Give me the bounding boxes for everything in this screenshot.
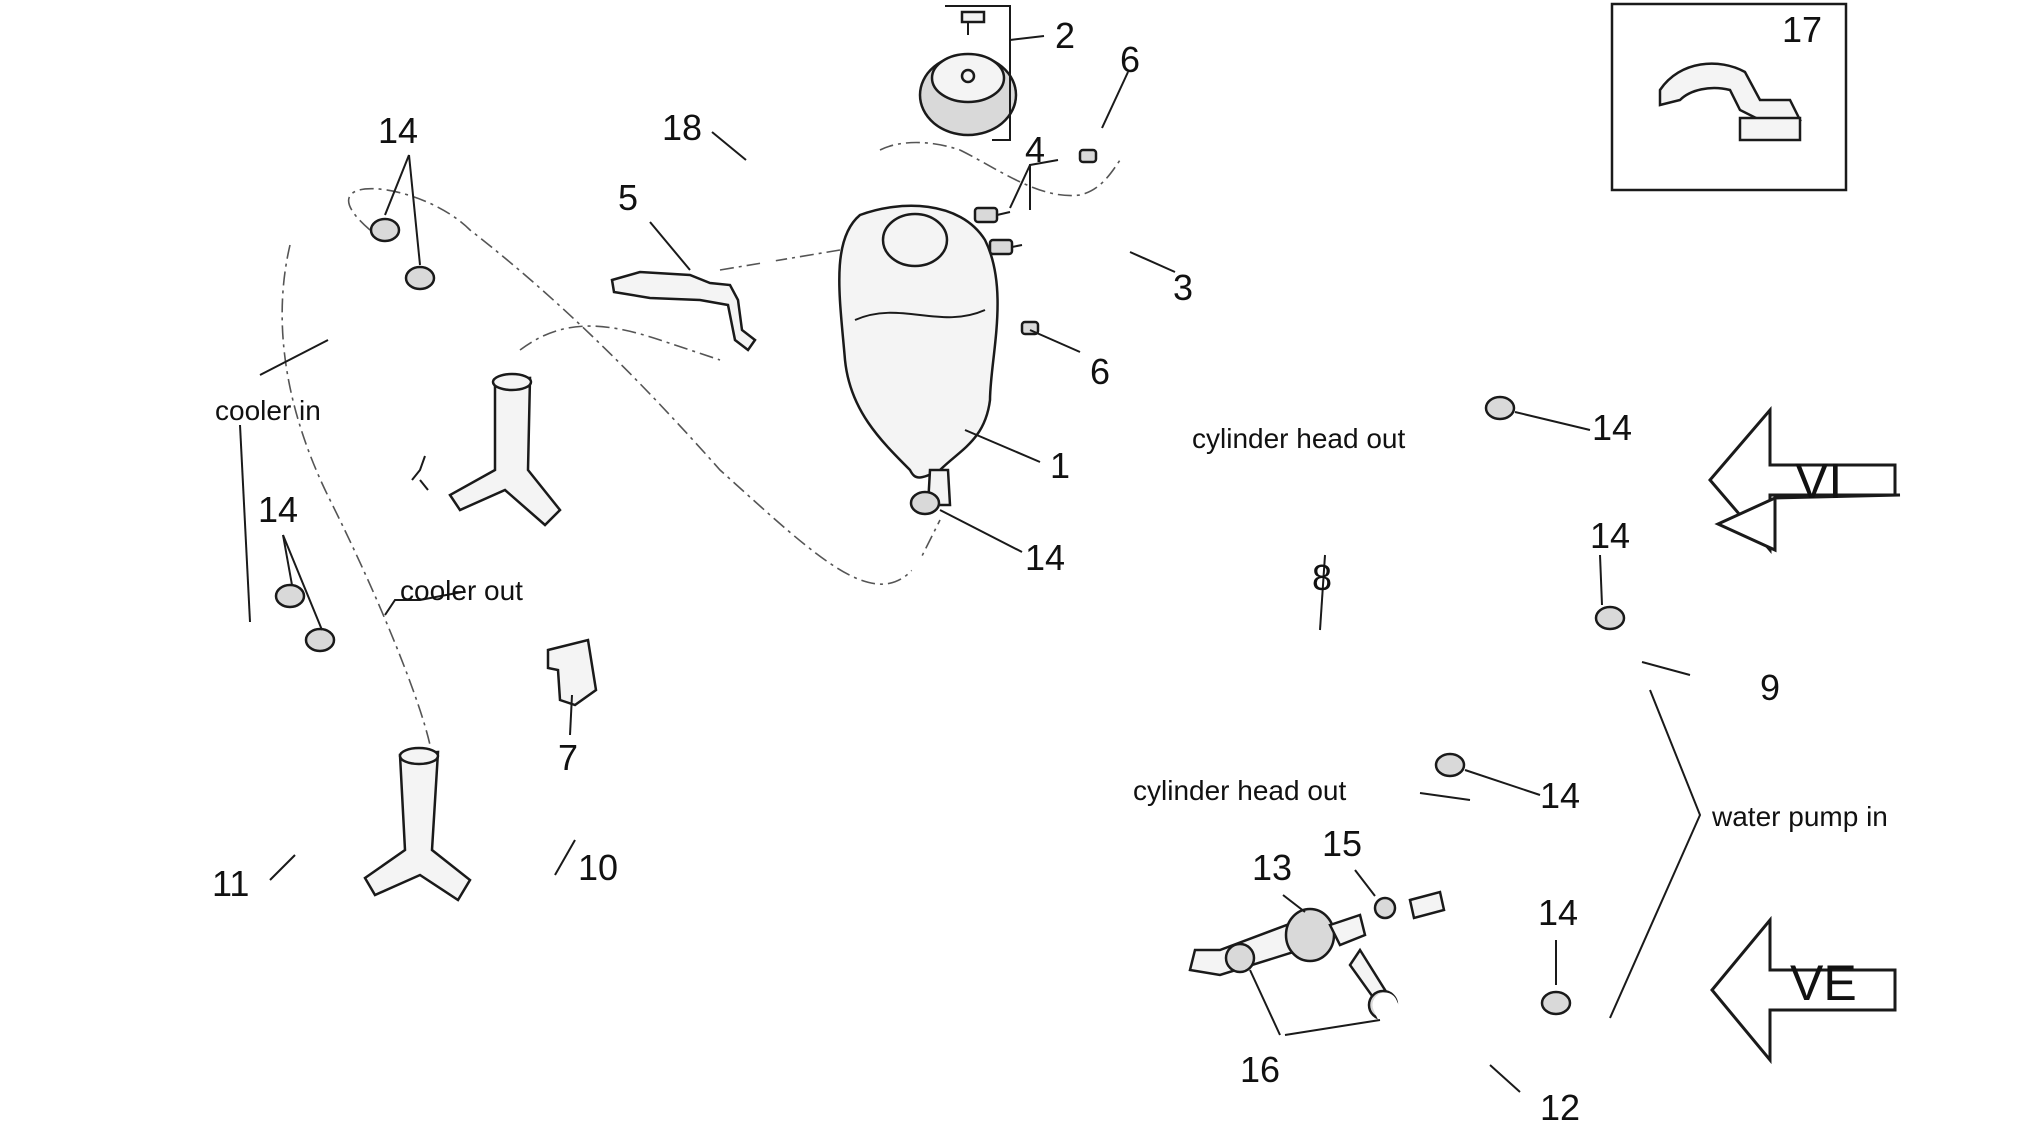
annotation-cooler-out: cooler out [400, 575, 523, 606]
label-14-e: 14 [1590, 515, 1630, 556]
radiator-cap [918, 10, 1018, 137]
label-2: 2 [1055, 15, 1075, 56]
view-label-vi: VI [1795, 453, 1842, 509]
label-11: 11 [212, 863, 249, 904]
label-17: 17 [1782, 9, 1822, 50]
cap-bracket [945, 5, 1011, 141]
annotation-water-pump-in: water pump in [1711, 801, 1888, 832]
expansion-tank [838, 204, 999, 507]
hose-10 [397, 847, 1443, 1099]
view-label-ve: VE [1790, 955, 1857, 1011]
tank-bracket [610, 270, 757, 352]
annotation-cylinder-head-out-lower: cylinder head out [1133, 775, 1346, 806]
assembly-guide-lines [281, 141, 1121, 746]
label-13: 13 [1252, 847, 1292, 888]
label-7: 7 [558, 737, 578, 778]
cooler-in-hose-upper [329, 247, 513, 483]
hose-11 [288, 657, 1493, 1118]
label-8: 8 [1312, 557, 1332, 598]
label-12: 12 [1540, 1087, 1580, 1128]
hose-8 [380, 247, 1544, 756]
label-18: 18 [662, 107, 702, 148]
label-6-bottom: 6 [1090, 351, 1110, 392]
label-9: 9 [1760, 667, 1780, 708]
screws [973, 206, 1023, 256]
annotation-cylinder-head-out-upper: cylinder head out [1192, 423, 1405, 454]
overflow-hose-18 [752, 6, 998, 648]
lower-y-fitting [363, 746, 472, 902]
hose-clamps-14 [274, 217, 1626, 1016]
view-arrow-vi [1708, 405, 1901, 555]
label-10: 10 [578, 847, 618, 888]
label-16: 16 [1240, 1049, 1280, 1090]
label-3: 3 [1173, 267, 1193, 308]
label-14-c: 14 [1025, 537, 1065, 578]
annotation-cooler-in: cooler in [215, 395, 321, 426]
view-arrow-ve [1710, 915, 1897, 1065]
cooler-in-hose-lower [243, 617, 423, 873]
hose-clip [546, 638, 598, 707]
label-6-top: 6 [1120, 39, 1140, 80]
label-14-a: 14 [378, 110, 418, 151]
hose-9 [487, 457, 1664, 777]
vent-hose-3 [1041, 89, 1145, 319]
label-1: 1 [1050, 445, 1070, 486]
label-15: 15 [1322, 823, 1362, 864]
label-5: 5 [618, 177, 638, 218]
upper-y-fitting [448, 372, 562, 527]
label-14-b: 14 [258, 489, 298, 530]
leader-lines [239, 35, 1702, 1093]
label-14-f: 14 [1540, 775, 1580, 816]
label-14-g: 14 [1538, 892, 1578, 933]
hose-12 [1372, 992, 1626, 1073]
inset-box-17 [1610, 2, 1848, 192]
label-14-d: 14 [1592, 407, 1632, 448]
label-4: 4 [1025, 129, 1045, 170]
